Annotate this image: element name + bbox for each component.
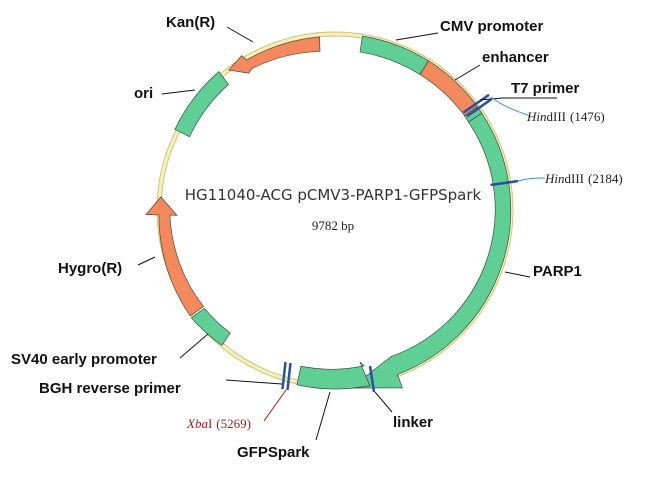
t7-hindiii-1476-marker xyxy=(462,93,490,114)
feature-sv40-promoter xyxy=(190,307,231,346)
label-enhancer: enhancer xyxy=(482,49,549,66)
feature-gfpspark-arrow xyxy=(296,361,371,390)
label-parp1: PARP1 xyxy=(533,263,582,280)
plasmid-size: 9782 bp xyxy=(312,218,354,233)
t7-leader xyxy=(479,97,557,101)
enzyme-italic: Hin xyxy=(544,171,565,186)
hygro-leader xyxy=(137,256,156,266)
enzyme-rest: dIII xyxy=(565,171,585,186)
label-t7-primer: T7 primer xyxy=(511,80,580,97)
hindiii-2184-leader xyxy=(517,177,546,182)
parp1-leader xyxy=(504,271,531,278)
enzyme-rest: I xyxy=(208,416,212,431)
label-kan: Kan(R) xyxy=(166,14,215,31)
bgh-leader xyxy=(225,379,283,385)
feature-kan-arrow xyxy=(228,36,321,74)
enzyme-italic: Xba xyxy=(186,416,208,431)
xbai-5269-leader xyxy=(263,389,287,422)
sv40-leader xyxy=(179,333,209,359)
feature-ori xyxy=(174,71,229,138)
kan-leader xyxy=(226,26,254,43)
label-ori: ori xyxy=(134,85,153,102)
label-hindiii-2184: HindIII(2184) xyxy=(544,171,623,186)
enzyme-rest: dIII xyxy=(547,109,567,124)
xbai-5269-marker-b xyxy=(286,362,292,391)
label-bgh-reverse-primer: BGH reverse primer xyxy=(39,380,181,397)
label-hygro: Hygro(R) xyxy=(58,260,122,277)
site-position: (5269) xyxy=(216,416,251,431)
plasmid-title: HG11040-ACG pCMV3-PARP1-GFPSpark xyxy=(185,186,482,204)
label-xbai-5269: XbaI (5269) xyxy=(186,416,251,431)
enhancer-leader xyxy=(454,64,481,81)
cmv-leader xyxy=(395,32,439,41)
hindiii-2184-marker xyxy=(490,179,519,187)
label-hindiii-1476: HindIII(1476) xyxy=(526,109,605,124)
xbai-5269-marker xyxy=(281,361,287,390)
label-sv40: SV40 early promoter xyxy=(11,351,157,368)
feature-leaders xyxy=(137,26,557,441)
site-position: (2184) xyxy=(588,171,623,186)
linker-leader xyxy=(374,391,393,413)
label-cmv-promoter: CMV promoter xyxy=(440,18,544,35)
label-gfpspark: GFPSpark xyxy=(237,444,310,461)
feature-parp1-arrow xyxy=(349,112,512,389)
label-linker: linker xyxy=(393,414,433,431)
site-position: (1476) xyxy=(570,109,605,124)
gfpspark-leader xyxy=(315,391,331,441)
site-leaders xyxy=(490,96,546,182)
site-markers xyxy=(281,93,519,393)
t7-hindiii-1476-marker-b xyxy=(466,98,493,118)
ori-leader xyxy=(161,89,196,95)
feature-hygro-arrow xyxy=(145,196,204,317)
linker-marker xyxy=(368,365,376,393)
hindiii-1476-leader xyxy=(490,96,531,117)
enzyme-italic: Hin xyxy=(526,109,547,124)
